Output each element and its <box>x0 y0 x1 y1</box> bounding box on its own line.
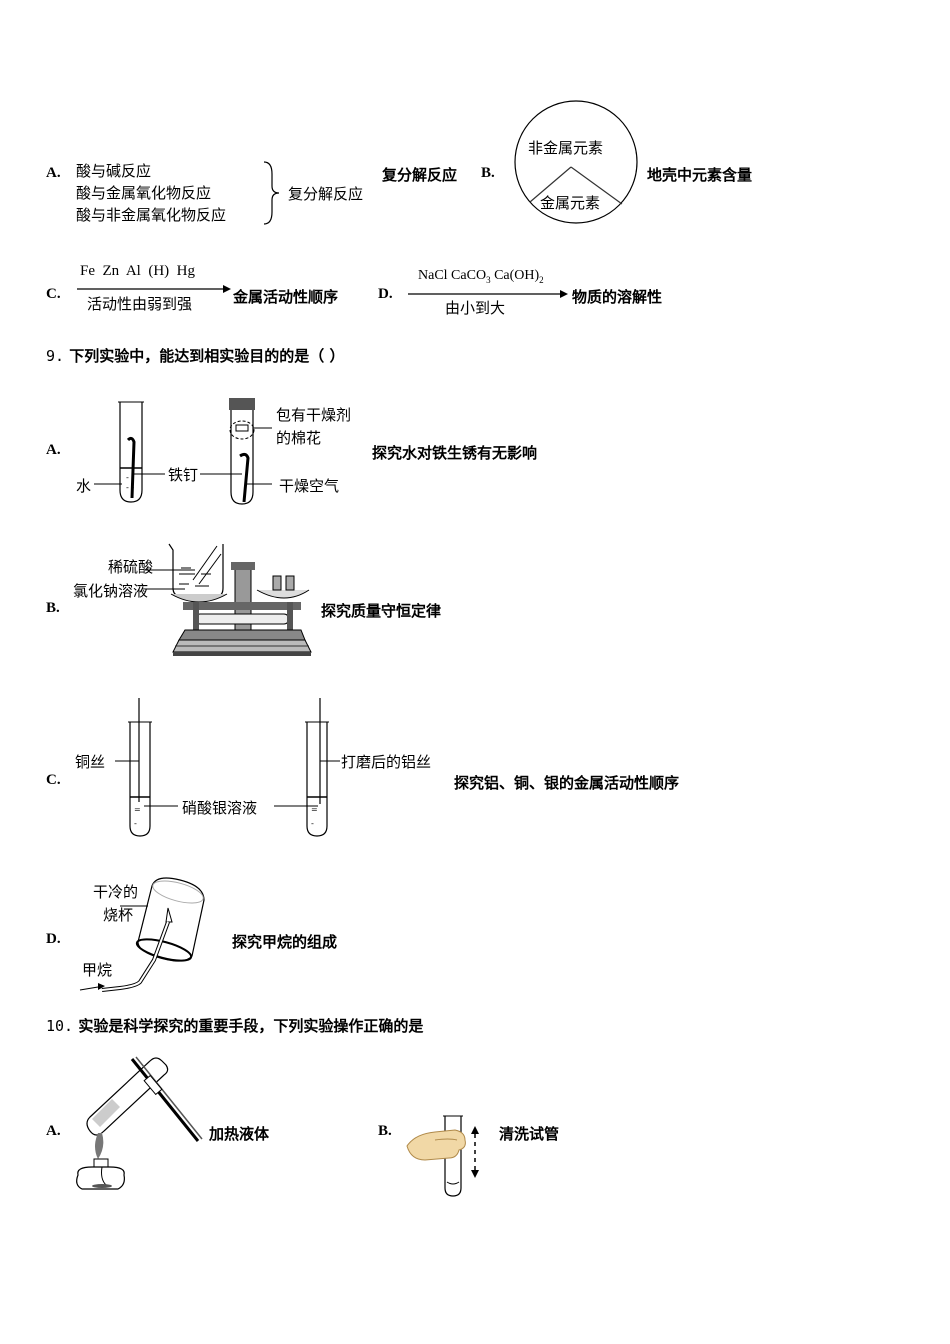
option-b-caption: 清洗试管 <box>499 1125 560 1143</box>
metal-activity-experiment-diagram: = - = - <box>115 698 340 837</box>
dry-cold-beaker-label-2: 烧杯 <box>103 906 134 924</box>
svg-text:- -: - - <box>126 483 134 492</box>
question-number: 10. <box>46 1017 74 1035</box>
option-letter-b: B. <box>481 165 495 181</box>
option-letter-a: A. <box>46 165 61 181</box>
svg-text:-: - <box>134 819 137 828</box>
dilute-sulfuric-acid-label: 稀硫酸 <box>108 558 154 576</box>
svg-text:=: = <box>311 805 318 814</box>
option-letter-d: D. <box>46 931 61 947</box>
metal-label: 金属元素 <box>540 194 601 212</box>
option-a-caption: 加热液体 <box>209 1125 270 1143</box>
arrow-icon <box>77 285 231 293</box>
activity-direction-label: 活动性由弱到强 <box>87 295 193 313</box>
balance-scale-diagram <box>145 543 312 656</box>
reaction-item: 酸与非金属氧化物反应 <box>76 206 227 224</box>
formula-part: Ca(OH) <box>490 268 540 283</box>
compound-series: NaCl CaCO3 Ca(OH)2 <box>418 268 544 285</box>
reaction-item: 酸与金属氧化物反应 <box>76 184 212 202</box>
option-b-caption: 探究质量守恒定律 <box>321 602 442 620</box>
silver-nitrate-solution-label: 硝酸银溶液 <box>182 799 258 817</box>
option-d-caption: 探究甲烷的组成 <box>232 933 338 951</box>
question-text: 实验是科学探究的重要手段，下列实验操作正确的是 <box>78 1017 424 1035</box>
methane-combustion-diagram <box>79 877 205 992</box>
option-letter-a: A. <box>46 1123 61 1139</box>
option-d-caption: 物质的溶解性 <box>572 288 663 306</box>
svg-text:-: - <box>311 819 314 828</box>
crust-element-pie-diagram <box>514 100 638 224</box>
option-c-caption: 探究铝、铜、银的金属活动性顺序 <box>454 774 680 792</box>
washing-test-tube-diagram <box>406 1115 479 1197</box>
sodium-chloride-solution-label: 氯化钠溶液 <box>73 582 149 600</box>
brace-label: 复分解反应 <box>288 185 364 203</box>
option-letter-b: B. <box>378 1123 392 1139</box>
formula-subscript: 3 <box>486 274 491 285</box>
option-c-caption: 金属活动性顺序 <box>233 288 339 306</box>
question-10: 10. 实验是科学探究的重要手段，下列实验操作正确的是 <box>46 1015 423 1036</box>
svg-text:=: = <box>134 805 141 814</box>
water-label: 水 <box>76 477 92 495</box>
brace-icon <box>263 161 280 225</box>
option-letter-b: B. <box>46 600 60 616</box>
option-a-caption: 探究水对铁生锈有无影响 <box>372 444 538 462</box>
option-a-caption: 复分解反应 <box>382 166 458 184</box>
polished-aluminum-wire-label: 打磨后的铝丝 <box>341 753 432 771</box>
desiccant-cotton-label: 包有干燥剂 <box>276 406 352 424</box>
option-letter-d: D. <box>378 286 393 302</box>
question-text: 下列实验中，能达到相实验目的的是（ ） <box>69 347 345 365</box>
option-letter-c: C. <box>46 286 61 302</box>
svg-text:- -: - - <box>126 473 134 482</box>
nonmetal-label: 非金属元素 <box>528 139 604 157</box>
option-b-caption: 地壳中元素含量 <box>647 166 753 184</box>
formula-part: NaCl CaCO <box>418 268 487 283</box>
heating-liquid-diagram <box>76 1056 203 1190</box>
option-letter-c: C. <box>46 772 61 788</box>
reaction-item: 酸与碱反应 <box>76 162 152 180</box>
iron-rust-experiment-diagram: - -- - <box>94 398 272 505</box>
solubility-direction-label: 由小到大 <box>445 299 506 317</box>
question-9: 9. 下列实验中，能达到相实验目的的是（ ） <box>46 345 345 366</box>
arrow-icon <box>408 290 568 298</box>
dry-cold-beaker-label: 干冷的 <box>93 883 139 901</box>
metal-series: Fe Zn Al (H) Hg <box>80 263 195 279</box>
reaction-list: 酸与碱反应 酸与金属氧化物反应 酸与非金属氧化物反应 <box>76 160 226 226</box>
methane-label: 甲烷 <box>82 961 113 979</box>
copper-wire-label: 铜丝 <box>75 753 106 771</box>
option-letter-a: A. <box>46 442 61 458</box>
question-number: 9. <box>46 347 65 365</box>
formula-subscript: 2 <box>539 274 544 285</box>
iron-nail-label: 铁钉 <box>168 466 199 484</box>
dry-air-label: 干燥空气 <box>279 477 340 495</box>
desiccant-cotton-label-2: 的棉花 <box>276 429 322 447</box>
